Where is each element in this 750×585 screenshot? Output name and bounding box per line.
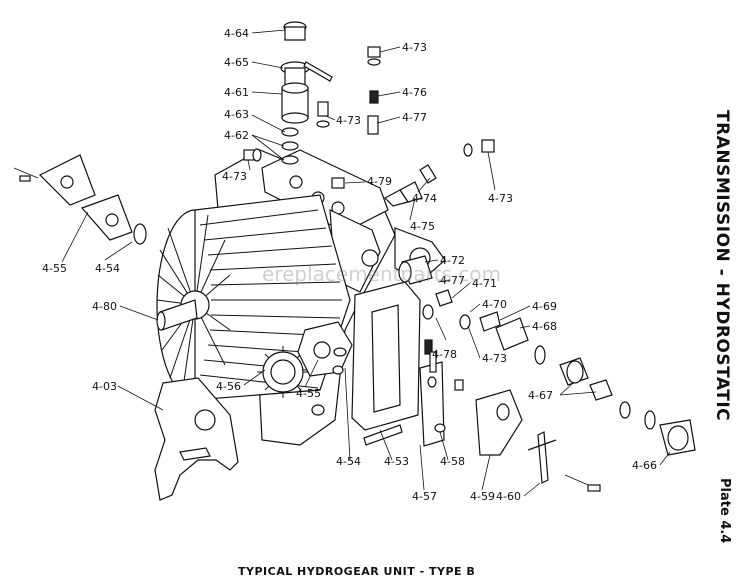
output-gear	[257, 321, 353, 398]
figure-caption: TYPICAL HYDROGEAR UNIT - TYPE B	[238, 565, 476, 578]
callout-4-70: 4-70	[482, 298, 507, 311]
callout-4-64: 4-64	[224, 27, 249, 40]
callout-4-63: 4-63	[224, 108, 249, 121]
watermark: ereplacementparts.com	[262, 262, 502, 286]
callout-4-57: 4-57	[412, 490, 437, 503]
plate-number: Plate 4.4	[717, 478, 732, 544]
callout-4-73: 4-73	[488, 192, 513, 205]
callout-4-79: 4-79	[367, 175, 392, 188]
callout-4-53: 4-53	[384, 455, 409, 468]
callout-4-59: 4-59	[470, 490, 495, 503]
callout-4-61: 4-61	[224, 86, 249, 99]
valve-assembly-right	[398, 255, 696, 456]
callout-4-77: 4-77	[402, 111, 427, 124]
callout-4-56: 4-56	[216, 380, 241, 393]
callout-4-65: 4-65	[224, 56, 249, 69]
callout-4-74: 4-74	[412, 192, 437, 205]
callout-4-73: 4-73	[336, 114, 361, 127]
callout-4-77: 4-77	[440, 274, 465, 287]
callout-4-60: 4-60	[496, 490, 521, 503]
callout-4-75: 4-75	[410, 220, 435, 233]
callout-4-73: 4-73	[222, 170, 247, 183]
leader-lines	[61, 29, 671, 497]
callout-4-54: 4-54	[95, 262, 120, 275]
callout-4-78: 4-78	[432, 348, 457, 361]
end-cover-left	[13, 154, 147, 245]
callout-4-73: 4-73	[402, 41, 427, 54]
side-plate-brackets	[311, 281, 601, 492]
section-title: TRANSMISSION - HYDROSTATIC	[712, 110, 732, 422]
callout-4-73: 4-73	[482, 352, 507, 365]
callout-4-55: 4-55	[42, 262, 67, 275]
callout-4-62: 4-62	[224, 129, 249, 142]
control-shaft-stack	[280, 21, 333, 165]
callout-4-68: 4-68	[532, 320, 557, 333]
callout-4-54: 4-54	[336, 455, 361, 468]
callout-4-55: 4-55	[296, 387, 321, 400]
callout-4-67: 4-67	[528, 389, 553, 402]
callout-4-71: 4-71	[472, 277, 497, 290]
callout-4-76: 4-76	[402, 86, 427, 99]
callout-4-80: 4-80	[92, 300, 117, 313]
callout-4-58: 4-58	[440, 455, 465, 468]
callout-4-69: 4-69	[532, 300, 557, 313]
callout-4-72: 4-72	[440, 254, 465, 267]
callout-labels: 4-64 4-65 4-61 4-63 4-62 4-73 4-73 4-73 …	[42, 27, 657, 503]
callout-4-66: 4-66	[632, 459, 657, 472]
callout-4-03: 4-03	[92, 380, 117, 393]
cover-plate	[154, 377, 239, 501]
